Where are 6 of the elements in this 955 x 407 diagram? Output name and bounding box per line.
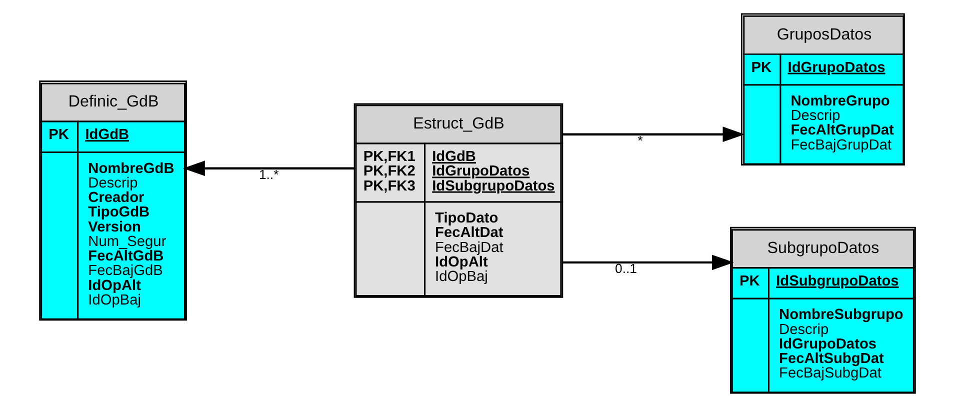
arrow (562, 254, 734, 270)
arrow (182, 160, 354, 176)
edge-label: * (638, 132, 643, 148)
arrow (562, 126, 745, 142)
edge-label: 0..1 (615, 260, 638, 276)
edge-label: 1..* (258, 166, 279, 182)
